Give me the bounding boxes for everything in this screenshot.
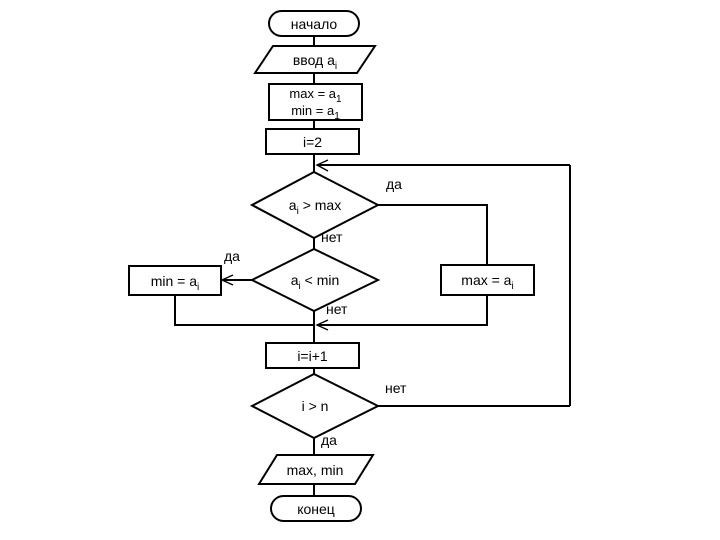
- arrowhead-junction: [315, 319, 329, 331]
- process-set-max: max = ai: [440, 264, 535, 296]
- process-set-min: min = ai: [128, 265, 222, 296]
- arrowhead-loop-return: [315, 159, 329, 172]
- io-output-shape: [257, 454, 375, 485]
- edge-label-cmp-min-no: нет: [326, 301, 348, 317]
- process-set-i-label: i=2: [302, 133, 323, 150]
- process-init-line2: min = a1: [291, 103, 340, 122]
- decision-ai-lt-min-shape: [249, 247, 381, 313]
- decision-ai-gt-max-shape: [249, 170, 381, 240]
- terminator-start: начало: [268, 10, 360, 37]
- edge-set-min-down: [174, 296, 314, 326]
- process-increment-label: i=i+1: [297, 347, 328, 364]
- process-set-max-label: max = ai: [461, 272, 514, 292]
- terminator-end: конец: [270, 495, 362, 522]
- decision-i-gt-n-shape: [249, 372, 381, 440]
- arrowhead-into-set-min: [220, 274, 234, 286]
- process-init-line1: max = a1: [289, 86, 342, 105]
- process-set-min-label: min = ai: [150, 272, 200, 293]
- edge-label-cmp-n-no: нет: [385, 380, 407, 396]
- terminator-start-label: начало: [290, 15, 338, 32]
- process-init: max = a1 min = a1: [268, 83, 363, 122]
- io-input-shape: [253, 45, 377, 74]
- edge-label-cmp-n-yes: да: [321, 432, 337, 448]
- terminator-end-label: конец: [297, 500, 335, 517]
- edge-label-cmp-max-yes: да: [386, 176, 402, 192]
- edge-label-cmp-max-no: нет: [321, 229, 343, 245]
- process-set-i: i=2: [265, 128, 360, 155]
- edge-label-cmp-min-yes: да: [224, 248, 240, 264]
- process-increment: i=i+1: [265, 342, 360, 369]
